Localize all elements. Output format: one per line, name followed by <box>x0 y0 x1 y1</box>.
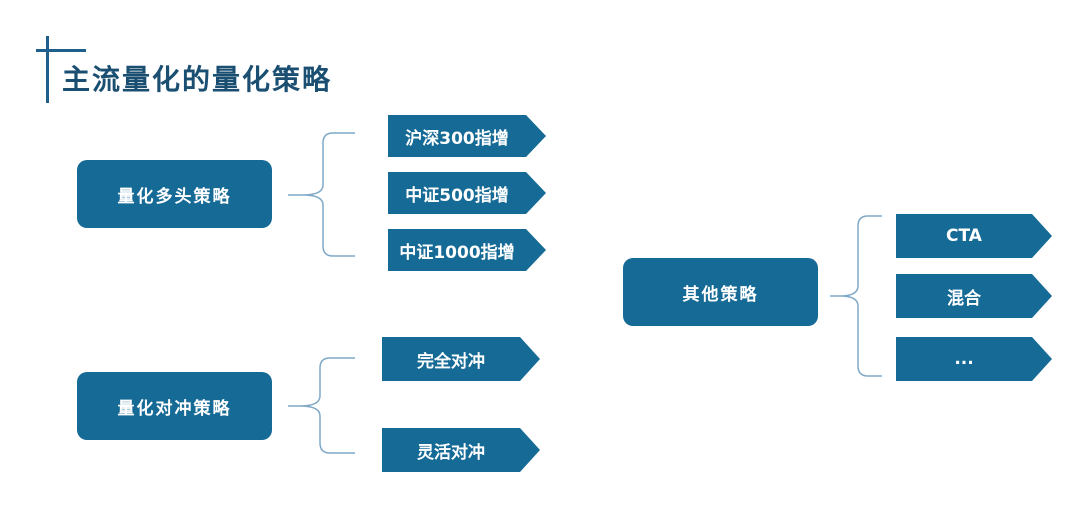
item-label: 中证500指增 <box>405 185 509 206</box>
brace-other <box>830 215 882 377</box>
brace-long <box>288 132 355 257</box>
item-label: CTA <box>946 226 982 246</box>
item-other-3: ... <box>896 337 1052 381</box>
title-accent-horizontal <box>36 49 86 52</box>
title-accent-vertical <box>46 36 49 103</box>
item-other-2: 混合 <box>896 274 1052 318</box>
item-other-1: CTA <box>896 214 1052 258</box>
item-hedge-2: 灵活对冲 <box>382 428 540 472</box>
item-label: 完全对冲 <box>417 351 485 372</box>
group-box-other: 其他策略 <box>623 258 818 326</box>
group-label-quant-hedge: 量化对冲策略 <box>117 398 232 419</box>
group-box-quant-long: 量化多头策略 <box>77 160 272 228</box>
item-label: 灵活对冲 <box>417 442 485 463</box>
item-label: ... <box>954 349 974 369</box>
item-long-2: 中证500指增 <box>388 172 546 214</box>
page-title: 主流量化的量化策略 <box>62 63 333 96</box>
brace-hedge <box>288 357 355 454</box>
item-label: 沪深300指增 <box>405 128 509 149</box>
item-label: 中证1000指增 <box>399 242 515 263</box>
group-box-quant-hedge: 量化对冲策略 <box>77 372 272 440</box>
item-hedge-1: 完全对冲 <box>382 337 540 381</box>
item-label: 混合 <box>947 288 981 309</box>
group-label-other: 其他策略 <box>682 284 759 305</box>
group-label-quant-long: 量化多头策略 <box>117 186 232 207</box>
item-long-3: 中证1000指增 <box>388 229 546 271</box>
item-long-1: 沪深300指增 <box>388 115 546 157</box>
